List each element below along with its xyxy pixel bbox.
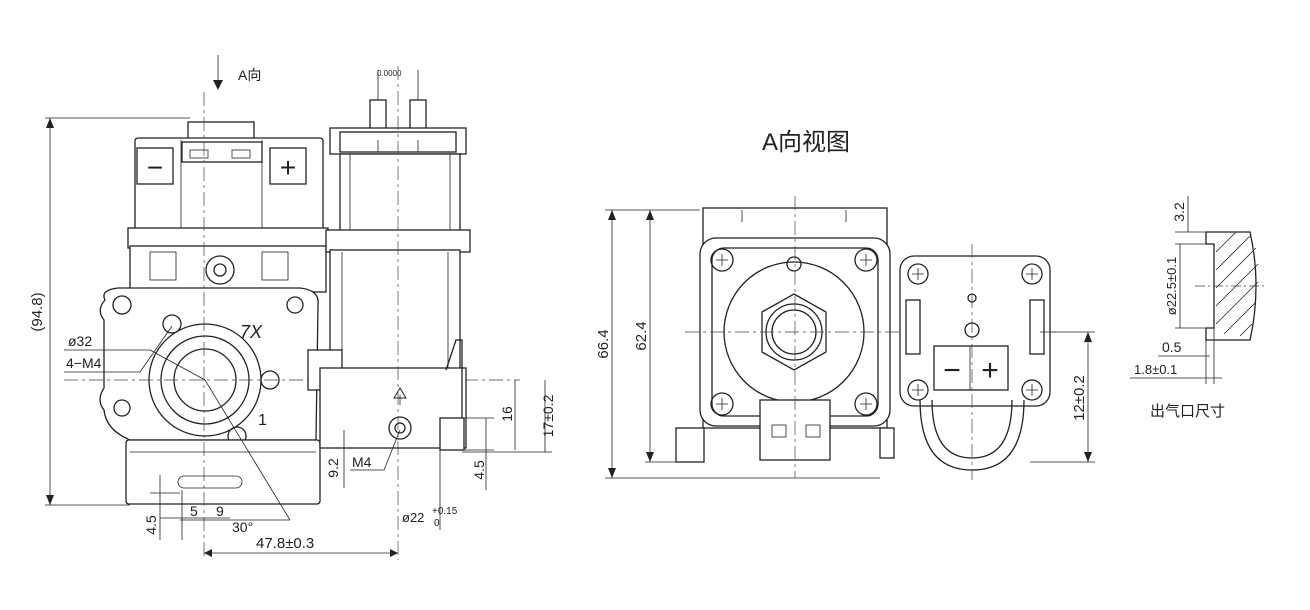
a-view-plus: + bbox=[981, 354, 999, 387]
mark-7x: 7X bbox=[240, 322, 263, 342]
dim-phi22-upper: +0.15 bbox=[432, 506, 458, 517]
dim-phi22: ø22 bbox=[402, 510, 424, 525]
dim-5: 5 bbox=[190, 503, 198, 519]
dim-16: 16 bbox=[499, 406, 515, 422]
dim-phi22-lower: 0 bbox=[434, 518, 440, 529]
top-small-label: 0.0000 bbox=[377, 69, 402, 78]
dim-phi22-5: ø22.5±0.1 bbox=[1164, 257, 1179, 315]
mark-1: 1 bbox=[258, 412, 267, 429]
direction-label: A向 bbox=[238, 67, 261, 83]
dim-17: 17±0.2 bbox=[540, 394, 556, 437]
dim-1-8: 1.8±0.1 bbox=[1134, 362, 1177, 377]
dim-0-5: 0.5 bbox=[1162, 339, 1182, 355]
a-view-title: A向视图 bbox=[762, 129, 850, 156]
dim-12: 12±0.2 bbox=[1071, 375, 1088, 421]
outlet-detail: 3.2 ø22.5±0.1 0.5 1.8±0.1 出气口尺寸 bbox=[1130, 196, 1265, 420]
dim-9-2: 9.2 bbox=[325, 458, 341, 478]
dim-4-5-left: 4.5 bbox=[143, 515, 159, 535]
dim-m4: M4 bbox=[352, 454, 372, 470]
dim-62-4: 62.4 bbox=[633, 321, 650, 350]
front-view: A向 (94.8) − + bbox=[29, 55, 520, 560]
minus-sign: − bbox=[147, 152, 163, 183]
a-view: A向视图 66.4 62.4 bbox=[595, 129, 1095, 480]
dim-66-4: 66.4 bbox=[595, 329, 612, 358]
side-view: 0.0000 9.2 M4 bbox=[307, 66, 556, 560]
outlet-caption: 出气口尺寸 bbox=[1150, 403, 1225, 420]
plus-sign: + bbox=[280, 152, 296, 183]
dim-30-degree: 30° bbox=[232, 519, 253, 535]
dim-overall-height: (94.8) bbox=[29, 292, 46, 331]
dim-phi32: ø32 bbox=[68, 333, 92, 349]
dim-47-8: 47.8±0.3 bbox=[256, 535, 314, 552]
dim-3-2: 3.2 bbox=[1171, 202, 1187, 222]
a-view-minus: − bbox=[943, 354, 961, 387]
dim-9: 9 bbox=[216, 503, 224, 519]
dim-4-5-right: 4.5 bbox=[471, 460, 487, 480]
dim-4m4: 4−M4 bbox=[66, 355, 102, 371]
